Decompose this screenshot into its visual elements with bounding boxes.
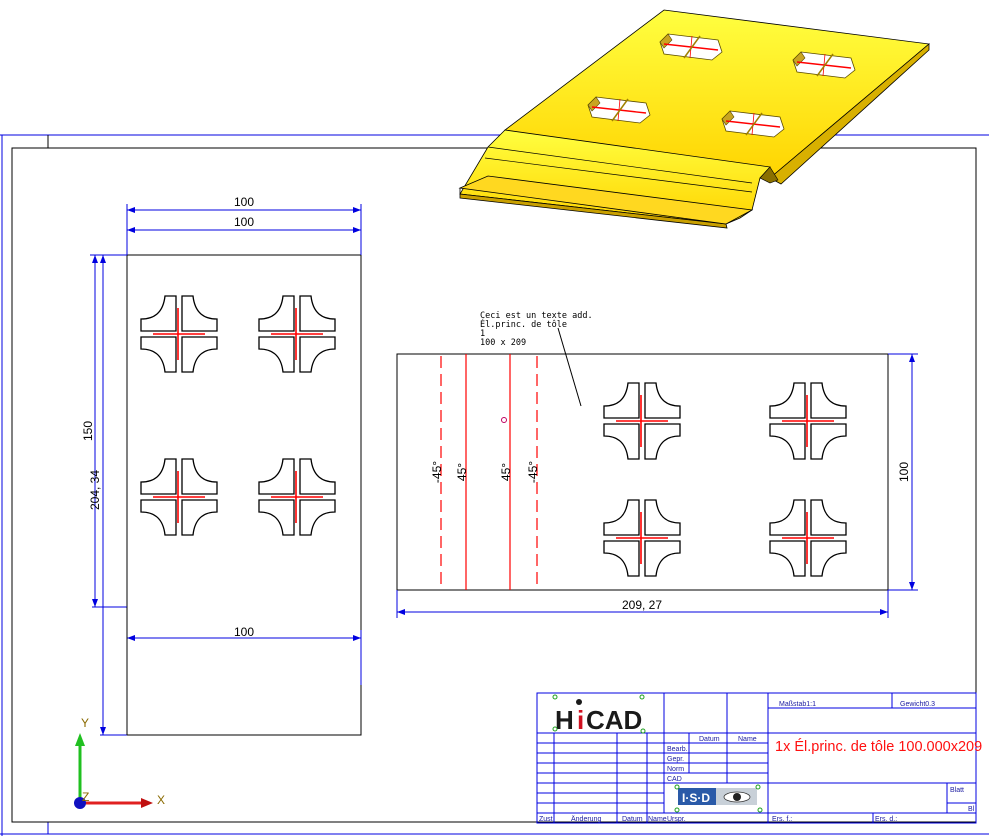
right-view[interactable]: -45° 45° 45° -45° Ceci est un texte add.… <box>396 311 918 618</box>
footer-urspr: Urspr. <box>667 816 686 823</box>
axis-x-label: X <box>157 793 165 807</box>
left-view[interactable]: 100 100 150 204, 34 100 <box>81 195 362 736</box>
left-view-outline <box>126 254 362 736</box>
cutout <box>604 500 680 576</box>
dim-top-outer: 100 <box>234 195 254 209</box>
axis-z-label: Z <box>82 790 89 804</box>
right-view-outline <box>396 353 889 591</box>
dim-left-150: 150 <box>81 421 95 441</box>
row-norm: Norm <box>667 766 684 773</box>
cutout <box>141 296 217 372</box>
axis-triad-icon: Y X Z <box>74 716 165 809</box>
dimension-lines <box>90 204 362 736</box>
scale-label: Maßstab1:1 <box>779 701 816 708</box>
note-line: 1 <box>480 329 485 339</box>
svg-text:H: H <box>555 705 575 735</box>
dim-top-inner: 100 <box>234 215 254 229</box>
axis-y-label: Y <box>81 716 89 730</box>
title-block[interactable]: H i CAD I·S·D Maßstab1:1 Gewicht0.3 Datu… <box>536 692 982 824</box>
cutout <box>141 459 217 535</box>
part-3d-view[interactable] <box>458 9 930 229</box>
drawing-title[interactable]: 1x Él.princ. de tôle 100.000x209 <box>775 738 982 755</box>
footer-datum: Datum <box>622 816 643 823</box>
footer-zust: Zust <box>539 816 553 823</box>
bend-label: 45° <box>499 463 513 481</box>
svg-text:i: i <box>577 705 584 735</box>
reference-point-marker <box>501 417 507 423</box>
dim-left-total: 204, 34 <box>88 470 102 510</box>
note-leader <box>557 327 582 407</box>
bend-label: -45° <box>430 461 444 483</box>
cutout <box>604 383 680 459</box>
blatt-label: Blatt <box>950 787 964 794</box>
note-line: Ceci est un texte add. <box>480 311 593 321</box>
dim-bottom: 100 <box>234 625 254 639</box>
weight-label: Gewicht0.3 <box>900 701 935 708</box>
cutout <box>259 296 335 372</box>
note-line: Él.princ. de tôle <box>480 318 567 330</box>
row-gepr: Gepr. <box>667 756 684 763</box>
dimension-lines <box>396 353 918 618</box>
dimension-arrows <box>397 354 915 615</box>
cutout <box>770 500 846 576</box>
footer-name: Name <box>648 816 667 823</box>
col-datum: Datum <box>699 736 720 743</box>
cutout <box>770 383 846 459</box>
cutout <box>259 459 335 535</box>
footer-ers-f: Ers. f.: <box>772 816 792 823</box>
svg-text:CAD: CAD <box>586 705 642 735</box>
footer-aenderung: Änderung <box>571 815 601 823</box>
bl-label: Bl <box>968 806 975 813</box>
hicad-logo: H i CAD <box>552 694 646 735</box>
svg-text:I·S·D: I·S·D <box>682 791 710 805</box>
isd-logo: I·S·D <box>674 784 763 813</box>
row-cad: CAD <box>667 776 682 783</box>
note-line: 100 x 209 <box>480 338 526 348</box>
dimension-arrows <box>92 207 361 735</box>
dim-width: 209, 27 <box>622 598 662 612</box>
bend-label: 45° <box>455 463 469 481</box>
bend-label: -45° <box>526 461 540 483</box>
footer-ers-d: Ers. d.: <box>875 816 897 823</box>
col-name: Name <box>738 736 757 743</box>
row-bearb: Bearb. <box>667 746 688 753</box>
dim-height: 100 <box>897 462 911 482</box>
